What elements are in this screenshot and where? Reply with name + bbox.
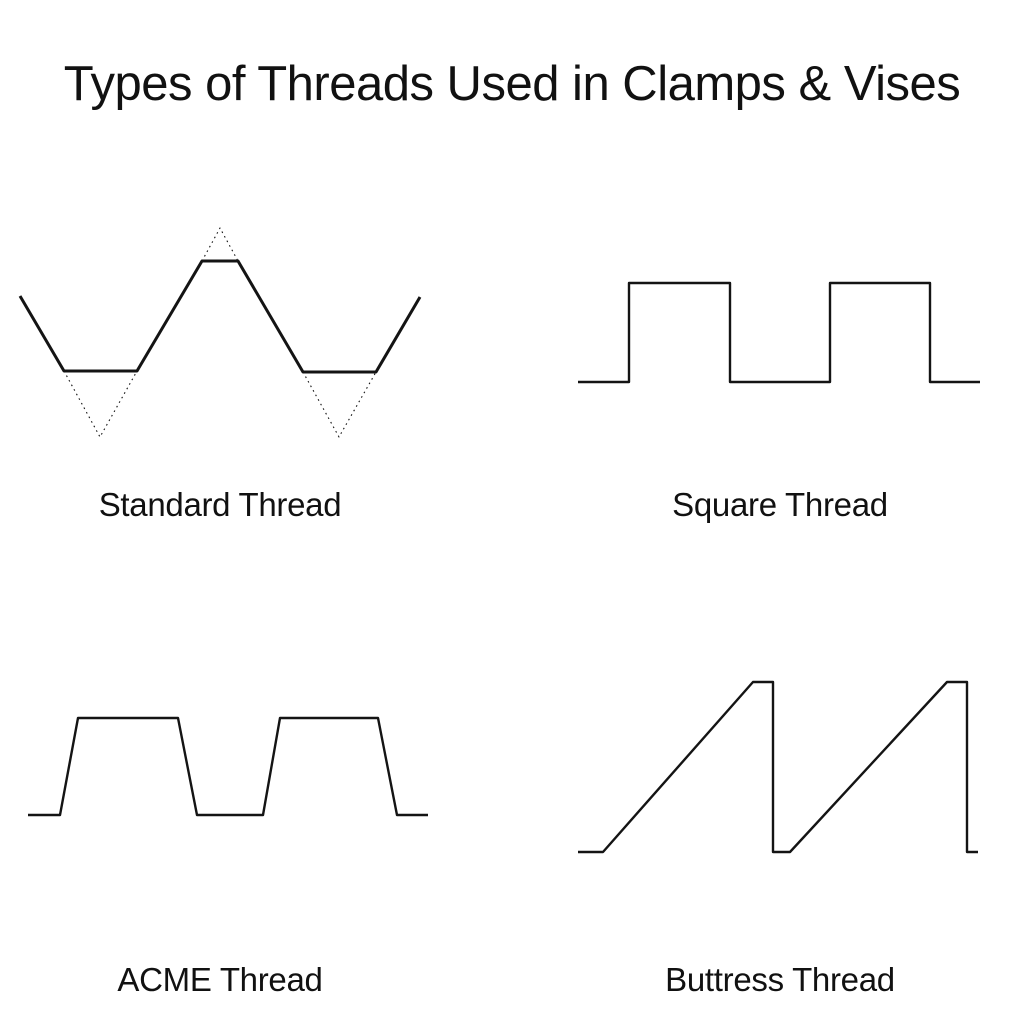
buttress-thread-drawing — [578, 680, 978, 854]
diagram-title: Types of Threads Used in Clamps & Vises — [63, 57, 961, 111]
acme-thread-profile-line — [28, 716, 428, 817]
acme-thread-panel — [10, 700, 450, 830]
standard-thread-drawing — [18, 227, 422, 438]
buttress-thread-panel — [560, 660, 1000, 870]
square-thread-drawing — [578, 281, 980, 384]
buttress-thread-profile-line — [578, 680, 978, 854]
standard-thread-label: Standard Thread — [98, 486, 342, 523]
square-thread-label: Square Thread — [672, 486, 888, 523]
square-thread-panel — [560, 260, 1000, 400]
square-thread-profile-line — [578, 281, 980, 384]
standard-thread-sharp-v-dotted-line — [63, 227, 377, 438]
standard-thread-panel — [0, 210, 440, 450]
acme-thread-drawing — [28, 716, 428, 817]
standard-thread-profile-line — [18, 259, 422, 374]
buttress-thread-label: Buttress Thread — [665, 961, 895, 998]
acme-thread-label: ACME Thread — [117, 961, 323, 998]
